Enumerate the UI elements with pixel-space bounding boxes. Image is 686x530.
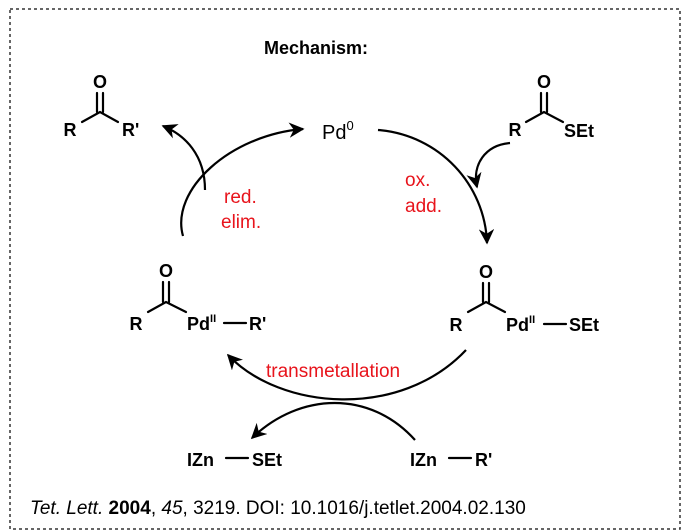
transmetallation-label: transmetallation <box>266 361 400 382</box>
reductive-elimination-arrow <box>180 122 305 237</box>
pd0-catalyst: Pd0 <box>322 118 354 144</box>
ox-add-label-2: add. <box>405 196 442 217</box>
acyl-pd-r-ligand: R' <box>249 314 266 334</box>
izn-set-byproduct: IZn SEt <box>187 450 282 470</box>
dotted-frame <box>9 8 681 530</box>
svg-text:Pd0: Pd0 <box>322 118 354 144</box>
citation-pages-doi: , 3219. DOI: 10.1016/j.tetlet.2004.02.13… <box>182 498 526 519</box>
svg-text:PdII: PdII <box>506 314 535 335</box>
izn-set-set: SEt <box>252 450 282 470</box>
mechanism-title: Mechanism: <box>264 38 368 58</box>
pd0-oxidation-state: 0 <box>346 118 353 133</box>
ketone-oxygen: O <box>93 72 107 92</box>
ketone-rprime-group: R' <box>122 120 139 140</box>
transmetallation-arrow <box>226 349 467 401</box>
citation-journal: Tet. Lett. <box>30 498 104 519</box>
acyl-pd-rprime-complex: O R PdII R' <box>130 261 267 334</box>
acyl-pd-r-oxygen: O <box>159 261 173 281</box>
thioester-oxygen: O <box>537 72 551 92</box>
acyl-pd-set-oxygen: O <box>479 262 493 282</box>
izn-rprime-rgroup: R' <box>475 450 492 470</box>
ketone-r-group: R <box>64 120 77 140</box>
ketone-product: O R R' <box>64 72 140 140</box>
ox-add-label-1: ox. <box>405 170 430 191</box>
citation: Tet. Lett. 2004, 45, 3219. DOI: 10.1016/… <box>30 498 526 519</box>
red-elim-label-1: red. <box>224 187 257 208</box>
acyl-pd-r-oxidation-state: II <box>210 313 216 325</box>
red-elim-label-2: elim. <box>221 212 261 233</box>
thioester-r-group: R <box>509 120 522 140</box>
acyl-pd-r-r-group: R <box>130 314 143 334</box>
izn-rprime-zinc: IZn <box>410 450 437 470</box>
oxidative-addition-arrow <box>377 128 495 245</box>
acyl-pd-set-ligand: SEt <box>569 315 599 335</box>
thioester-entry-arrow <box>466 141 511 189</box>
izn-rprime-reagent: IZn R' <box>410 450 492 470</box>
acyl-pd-set-pd: Pd <box>506 315 529 335</box>
svg-text:PdII: PdII <box>187 313 216 334</box>
acyl-pd-set-oxidation-state: II <box>529 314 535 326</box>
pd0-symbol: Pd <box>322 122 346 144</box>
izn-set-zinc: IZn <box>187 450 214 470</box>
acyl-pd-set-complex: O R PdII SEt <box>450 262 600 335</box>
thioester-set-group: SEt <box>564 121 594 141</box>
citation-year: 2004 <box>108 498 151 519</box>
acyl-pd-set-r-group: R <box>450 315 463 335</box>
citation-volume: 45 <box>161 498 183 519</box>
acyl-pd-r-pd: Pd <box>187 314 210 334</box>
product-release-arrow <box>161 124 207 191</box>
zinc-exchange-arrow <box>250 402 416 441</box>
thioester-substrate: O R SEt <box>509 72 595 141</box>
